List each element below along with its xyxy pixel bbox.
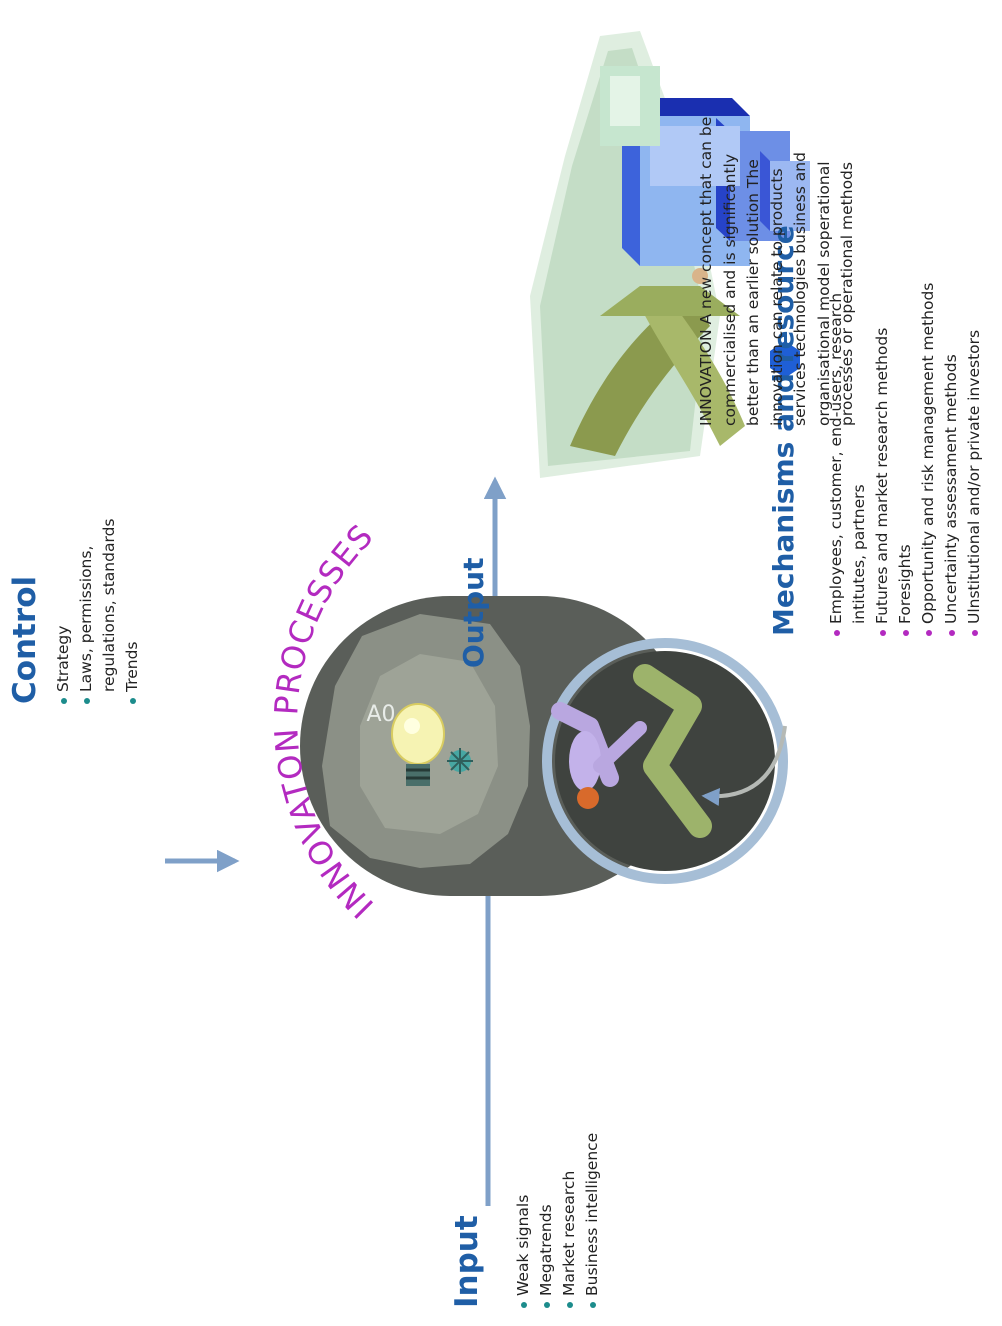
list-item: Uncertainty assessament methods	[940, 236, 963, 636]
list-item: Foresights	[894, 236, 917, 636]
innovation-definition: INNOVATION A new concept that can be com…	[695, 106, 860, 426]
process-node	[300, 596, 783, 896]
list-item: Market research	[558, 1068, 581, 1308]
input-list: Weak signals Megatrends Market research …	[512, 1068, 604, 1308]
node-label: A0	[366, 702, 395, 727]
list-item: Weak signals	[512, 1068, 535, 1308]
list-item: Laws, permissions, regulations, standard…	[75, 464, 121, 704]
output-label: Output	[460, 558, 488, 668]
list-item: Futures and market research methods	[871, 236, 894, 636]
list-item: Strategy	[52, 464, 75, 704]
list-item: Ulnstitutional and/or private investors	[963, 236, 986, 636]
input-heading: Input	[452, 1215, 483, 1308]
list-item: Business intelligence	[581, 1068, 604, 1308]
control-list: Strategy Laws, permissions, regulations,…	[52, 464, 144, 704]
control-heading: Control	[10, 576, 41, 704]
list-item: Trends	[121, 464, 144, 704]
list-item: Opportunity and risk management methods	[917, 236, 940, 636]
list-item: Megatrends	[535, 1068, 558, 1308]
